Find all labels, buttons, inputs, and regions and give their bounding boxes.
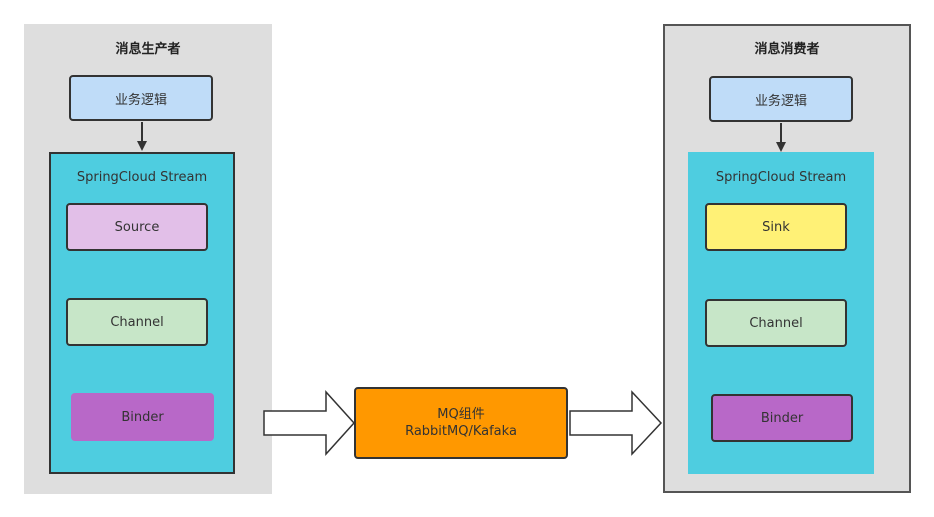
consumer-title: 消息消费者 bbox=[754, 42, 820, 57]
consumer-business-logic: 业务逻辑 bbox=[709, 76, 853, 122]
producer-channel: Channel bbox=[66, 298, 208, 346]
producer-source: Source bbox=[66, 203, 208, 251]
mq-component: MQ组件 RabbitMQ/Kafaka bbox=[354, 387, 568, 459]
producer-stream-label: SpringCloud Stream bbox=[76, 170, 208, 185]
producer-binder: Binder bbox=[71, 393, 214, 441]
mq-label-line2: RabbitMQ/Kafaka bbox=[405, 424, 517, 439]
consumer-channel: Channel bbox=[705, 299, 847, 347]
producer-to-mq-arrow bbox=[263, 390, 356, 456]
producer-business-logic: 业务逻辑 bbox=[69, 75, 213, 121]
mq-label-line1: MQ组件 bbox=[437, 407, 485, 422]
producer-title: 消息生产者 bbox=[115, 42, 181, 57]
consumer-binder: Binder bbox=[711, 394, 853, 442]
consumer-sink: Sink bbox=[705, 203, 847, 251]
consumer-stream-label: SpringCloud Stream bbox=[715, 170, 847, 185]
mq-to-consumer-arrow bbox=[569, 390, 663, 456]
